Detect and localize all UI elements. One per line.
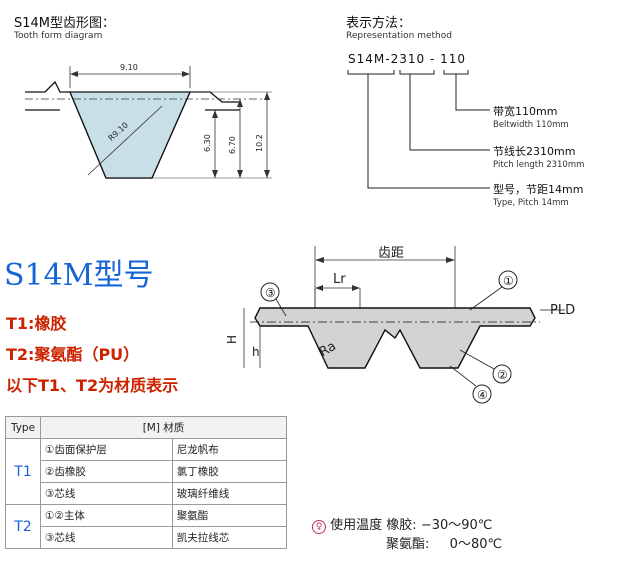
- dim-total-height: 10.2: [255, 134, 264, 152]
- model-line-t1: T1:橡胶: [6, 314, 67, 333]
- code-sep-1: -: [385, 52, 391, 66]
- annotation-type-en: Type, Pitch 14mm: [493, 198, 569, 208]
- dim-tooth-height: 6.30: [203, 134, 212, 152]
- code-part-type: S14M: [348, 52, 386, 66]
- tooth-shape: [69, 91, 191, 179]
- code-sep-2: -: [429, 52, 436, 66]
- table-cell-material: 凯夫拉线芯: [171, 526, 288, 549]
- table-row: ③芯线 玻璃纤维线: [6, 482, 288, 505]
- table-row: ②齿橡胶 氯丁橡胶: [6, 460, 288, 483]
- table-row: T2 ①②主体 聚氨酯: [5, 504, 288, 549]
- annotation-length-cn: 节线长2310mm: [493, 145, 576, 158]
- table-group-t2: T2: [5, 504, 41, 549]
- belt-profile-body: [274, 307, 516, 369]
- belt-profile-diagram: 齿距 Lr PLD H h Ra ① ② ③ ④: [225, 246, 575, 404]
- callout-4: ④: [477, 388, 488, 402]
- temperature-row-2: 聚氨酯: 0～80℃: [386, 533, 502, 552]
- temperature-material-pu: 聚氨酯:: [386, 537, 430, 552]
- callout-2: ②: [497, 368, 508, 382]
- code-example: S14M-2310 - 110: [348, 52, 466, 66]
- tooth-form-subtitle: Tooth form diagram: [14, 31, 103, 41]
- table-cell-part: ①齿面保护层: [40, 438, 173, 461]
- h-tooth-label: h: [252, 345, 260, 359]
- pld-label: PLD: [550, 303, 575, 318]
- code-part-length: 2310: [390, 52, 426, 66]
- annotation-width-en: Beltwidth 110mm: [493, 120, 569, 130]
- temperature-material-rubber: 橡胶:: [386, 518, 417, 533]
- table-cell-part: ②齿橡胶: [40, 460, 173, 483]
- radius-line: [87, 105, 163, 176]
- dim-mid-height: 6.70: [228, 136, 237, 154]
- annotation-length-en: Pitch length 2310mm: [493, 160, 585, 170]
- annotation-type-cn: 型号，节距14mm: [493, 183, 584, 196]
- annotation-width-cn: 带宽110mm: [493, 105, 558, 118]
- table-row: ③芯线 凯夫拉线芯: [6, 526, 288, 549]
- table-cell-material: 玻璃纤维线: [171, 482, 288, 505]
- thermometer-icon: ♀: [312, 520, 326, 534]
- dim-width-label: 9.10: [120, 63, 138, 72]
- temperature-range-pu: 0～80℃: [449, 537, 503, 552]
- representation-subtitle: Representation method: [346, 31, 452, 41]
- table-group-t1: T1: [5, 438, 41, 505]
- model-title: S14M型号: [4, 258, 154, 293]
- model-line-note: 以下T1、T2为材质表示: [6, 376, 179, 395]
- representation-leaders: [347, 70, 490, 189]
- tooth-form-diagram: 9.10 R9.10 6.30 6.70 10.2: [25, 63, 272, 179]
- tooth-form-title: S14M型齿形图：: [14, 16, 116, 31]
- ra-label: Ra: [317, 339, 339, 360]
- temperature-range-rubber: −30～90℃: [420, 518, 493, 533]
- table-row: T1 ①齿面保护层 尼龙帆布: [5, 438, 288, 505]
- table-header-material: [M] 材质: [40, 416, 287, 439]
- table-cell-part: ①②主体: [40, 504, 173, 527]
- h-total-label: H: [225, 335, 239, 344]
- pitch-label: 齿距: [378, 246, 404, 261]
- table-cell-material: 氯丁橡胶: [171, 460, 288, 483]
- lr-label: Lr: [333, 272, 346, 287]
- code-part-width: 110: [440, 52, 467, 66]
- table-cell-part: ③芯线: [40, 526, 173, 549]
- table-cell-material: 聚氨酯: [171, 504, 288, 527]
- table-header-type: Type: [5, 416, 41, 439]
- temperature-row-1: ♀ 使用温度 橡胶: −30～90℃: [312, 514, 492, 534]
- table-cell-material: 尼龙帆布: [171, 438, 288, 461]
- representation-title: 表示方法：: [346, 16, 412, 31]
- material-table: Type [M] 材质 T1 ①齿面保护层 尼龙帆布 ②齿橡胶 氯丁橡胶 ③芯线…: [5, 416, 288, 549]
- temperature-label: 使用温度: [330, 518, 383, 533]
- callout-3: ③: [265, 286, 276, 300]
- callout-1: ①: [503, 274, 514, 288]
- model-line-t2: T2:聚氨酯（PU）: [6, 345, 140, 364]
- table-cell-part: ③芯线: [40, 482, 173, 505]
